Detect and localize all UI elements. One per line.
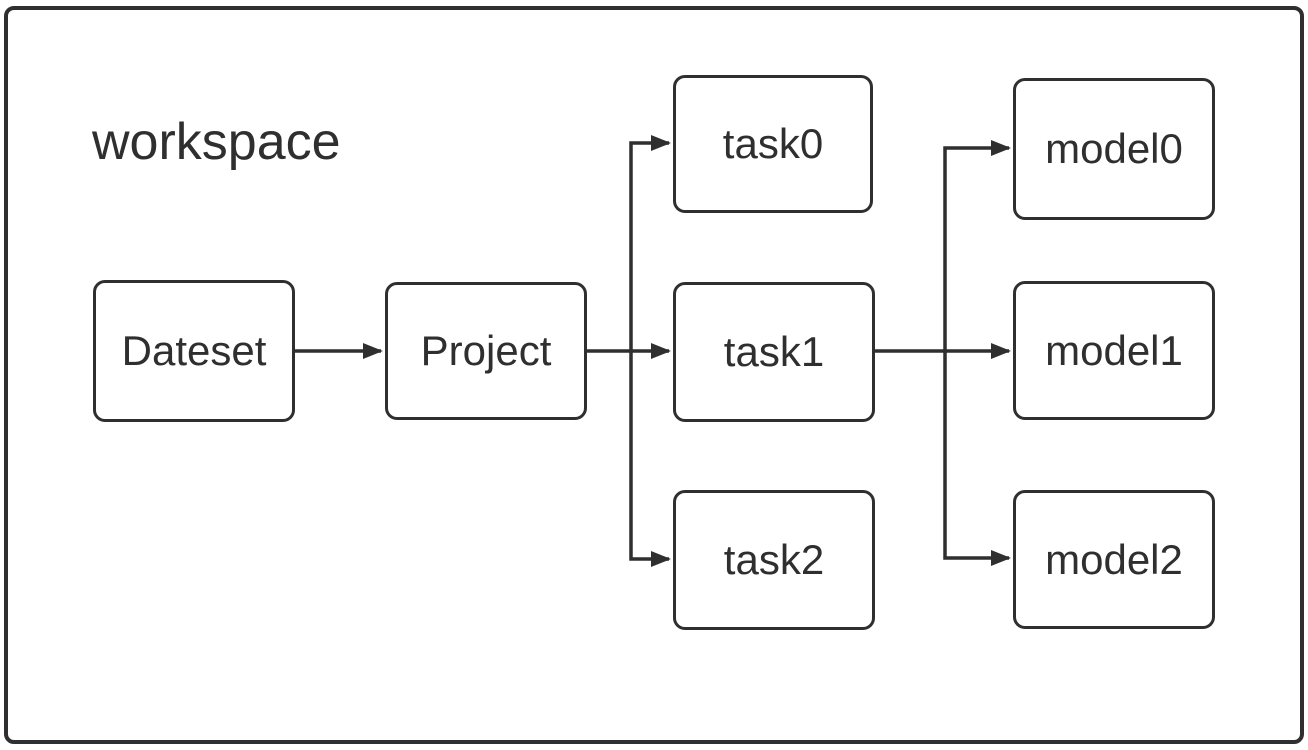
node-task1: task1 <box>673 282 875 422</box>
node-dateset-label: Dateset <box>121 327 267 374</box>
node-task2-label: task2 <box>723 536 825 583</box>
node-model2-label: model2 <box>1045 535 1183 583</box>
node-project-label: Project <box>420 327 552 374</box>
node-task0-label: task0 <box>722 120 824 167</box>
node-model0-label: model0 <box>1045 125 1183 172</box>
node-model1: model1 <box>1013 281 1215 420</box>
node-model1-label: model1 <box>1045 326 1183 374</box>
node-task1-label: task1 <box>723 328 825 375</box>
node-task2: task2 <box>673 490 875 630</box>
node-task0: task0 <box>673 75 873 213</box>
workspace-title: workspace <box>92 113 341 171</box>
node-project: Project <box>385 282 587 420</box>
node-dateset: Dateset <box>93 280 295 422</box>
node-model0: model0 <box>1013 78 1215 220</box>
node-model2: model2 <box>1013 490 1215 629</box>
